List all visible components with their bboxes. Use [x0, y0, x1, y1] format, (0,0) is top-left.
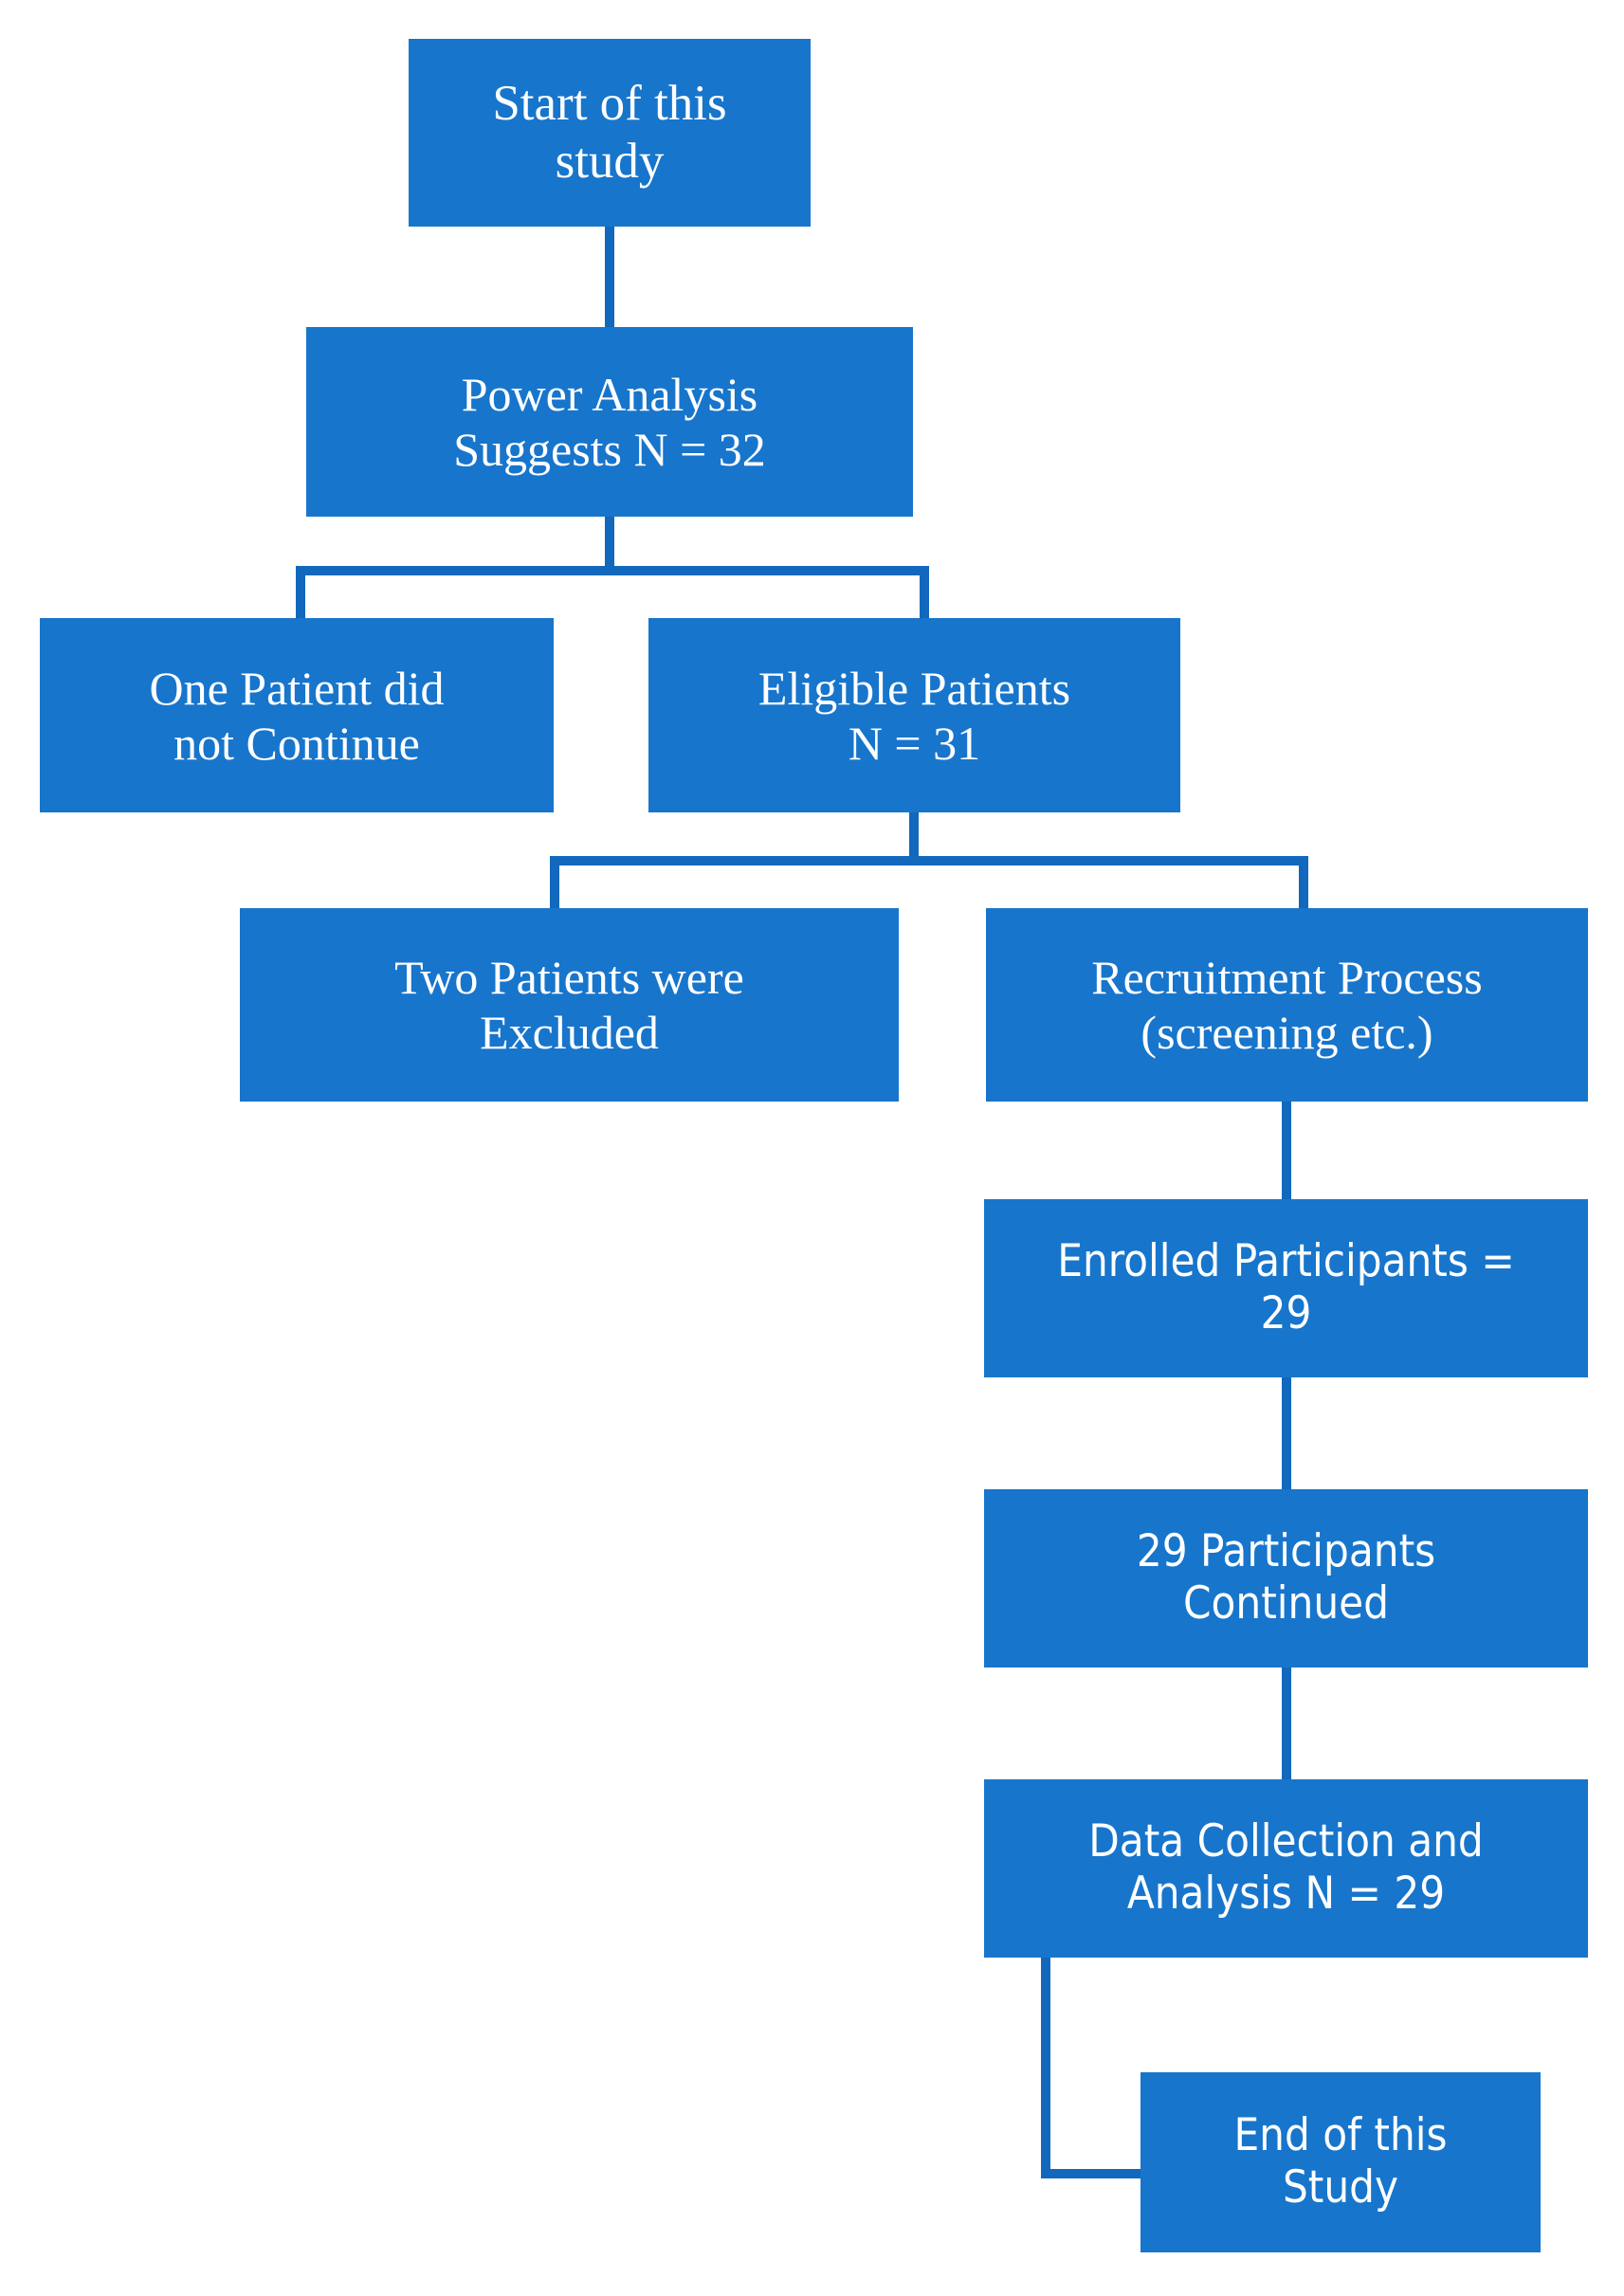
connector-eligible-patients-drop-left — [550, 856, 559, 911]
node-enrolled-participants[interactable]: Enrolled Participants = 29 — [984, 1199, 1588, 1377]
connector-power-analysis-stub — [605, 517, 614, 572]
node-one-patient-did-not-continue[interactable]: One Patient did not Continue — [40, 618, 554, 812]
node-power-analysis[interactable]: Power Analysis Suggests N = 32 — [306, 327, 913, 517]
connector-power-analysis-drop-left — [296, 566, 305, 621]
connector-recruitment-to-enrolled — [1282, 1102, 1291, 1200]
connector-power-analysis-bar — [296, 566, 929, 575]
connector-power-analysis-drop-right — [920, 566, 929, 621]
connector-eligible-patients-stub — [909, 812, 919, 864]
connector-continued-to-data-collection — [1282, 1667, 1291, 1780]
connector-eligible-patients-bar — [550, 856, 1308, 866]
connector-eligible-patients-drop-right — [1299, 856, 1308, 911]
node-data-collection-analysis[interactable]: Data Collection and Analysis N = 29 — [984, 1779, 1588, 1958]
node-eligible-patients[interactable]: Eligible Patients N = 31 — [648, 618, 1180, 812]
connector-data-collection-to-end-horizontal — [1041, 2169, 1145, 2178]
connector-start-to-power-analysis — [605, 227, 614, 327]
node-two-patients-excluded[interactable]: Two Patients were Excluded — [240, 908, 899, 1102]
connector-data-collection-to-end-vertical — [1041, 1958, 1050, 2178]
connector-enrolled-to-continued — [1282, 1377, 1291, 1490]
node-end-of-study[interactable]: End of this Study — [1140, 2072, 1541, 2252]
node-participants-continued[interactable]: 29 Participants Continued — [984, 1489, 1588, 1667]
node-start-of-study[interactable]: Start of this study — [409, 39, 811, 227]
node-recruitment-process[interactable]: Recruitment Process (screening etc.) — [986, 908, 1588, 1102]
